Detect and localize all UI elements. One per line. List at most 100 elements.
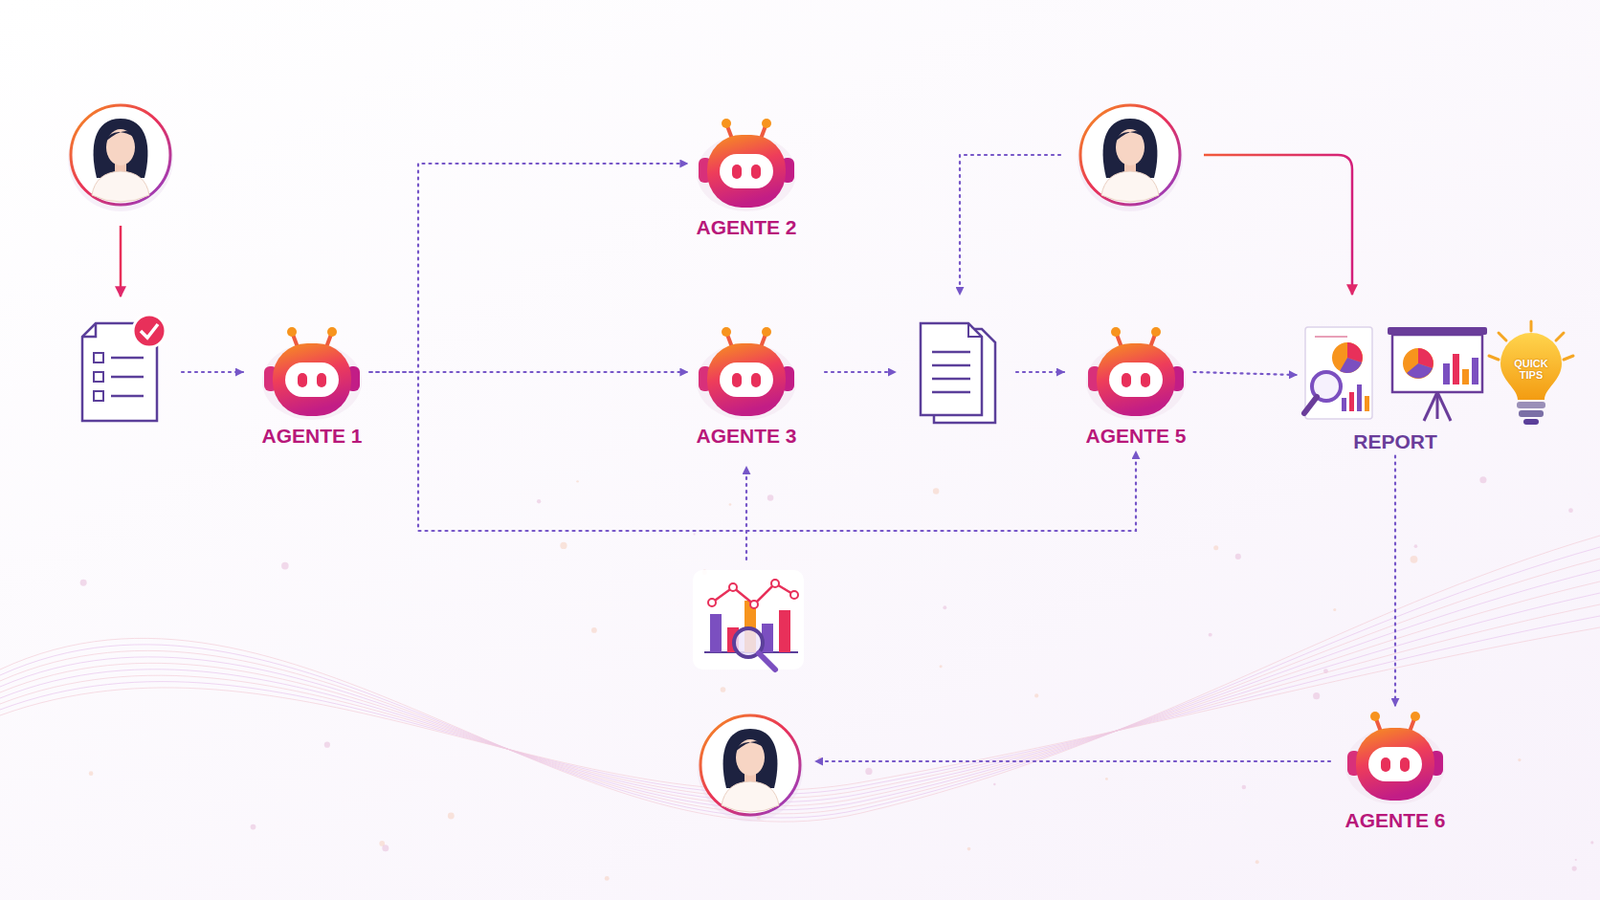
robot-icon bbox=[1345, 728, 1445, 805]
decor-dot bbox=[536, 499, 541, 504]
document-icon bbox=[932, 391, 971, 395]
report-icon bbox=[1423, 392, 1438, 422]
flow-connector bbox=[1194, 372, 1297, 376]
decor-dot bbox=[1590, 841, 1594, 845]
robot-icon bbox=[1096, 343, 1176, 417]
checklist-icon bbox=[111, 376, 144, 379]
report-icon bbox=[1356, 384, 1362, 412]
report-icon bbox=[1462, 369, 1469, 385]
report-icon bbox=[1299, 325, 1491, 426]
report-icon bbox=[1305, 327, 1373, 420]
decor-dot bbox=[80, 579, 88, 587]
document-icon bbox=[920, 323, 982, 416]
decor-dot bbox=[1333, 608, 1336, 612]
robot-icon bbox=[262, 343, 362, 421]
lightbulb-icon bbox=[1530, 321, 1534, 332]
node-label: AGENTE 5 bbox=[1079, 423, 1192, 449]
decor-dot bbox=[1105, 777, 1109, 781]
person-avatar bbox=[93, 118, 149, 178]
report-icon bbox=[1443, 363, 1450, 385]
decor-dot bbox=[1568, 508, 1574, 513]
robot-icon bbox=[1370, 711, 1380, 722]
report-icon bbox=[1392, 334, 1483, 393]
node-label: AGENTE 3 bbox=[689, 423, 802, 449]
document-icon bbox=[920, 323, 996, 423]
node-label: AGENTE 1 bbox=[255, 423, 368, 449]
decor-dot bbox=[1312, 692, 1320, 700]
analytics-icon bbox=[729, 583, 737, 592]
decor-dot bbox=[559, 542, 567, 550]
report-icon bbox=[1349, 392, 1355, 412]
decor-dot bbox=[967, 847, 972, 852]
lightbulb-icon bbox=[1500, 333, 1562, 400]
checklist-icon bbox=[111, 356, 144, 360]
person-avatar bbox=[91, 171, 150, 202]
checklist-icon bbox=[133, 314, 166, 348]
analytics-icon bbox=[790, 591, 799, 600]
robot-icon bbox=[297, 373, 308, 388]
person-avatar bbox=[67, 106, 174, 212]
robot-icon bbox=[761, 327, 772, 337]
input-arrow bbox=[119, 225, 123, 297]
robot-icon bbox=[1151, 327, 1161, 337]
robot-icon bbox=[721, 118, 732, 129]
document-icon bbox=[968, 323, 982, 337]
node-label: AGENTE 2 bbox=[689, 215, 802, 241]
robot-icon bbox=[259, 324, 365, 421]
agent-node: AGENTE 6 bbox=[1338, 709, 1451, 834]
flow-arrow bbox=[959, 155, 1061, 295]
decor-dot bbox=[993, 783, 997, 787]
node-icon bbox=[693, 115, 800, 212]
robot-icon bbox=[1109, 362, 1163, 398]
lightbulb-icon bbox=[1488, 355, 1499, 360]
robot-icon bbox=[1121, 373, 1132, 388]
robot-icon bbox=[1140, 373, 1151, 388]
robot-icon bbox=[751, 164, 761, 179]
document-icon bbox=[932, 377, 971, 381]
decor-dot bbox=[1034, 693, 1039, 698]
node-label: AGENTE 6 bbox=[1338, 808, 1451, 834]
person-avatar bbox=[106, 129, 135, 166]
person-avatar bbox=[734, 741, 766, 753]
person-avatar bbox=[721, 781, 779, 813]
lightbulb-icon bbox=[1498, 333, 1507, 341]
person-avatar bbox=[700, 715, 800, 816]
decor-dot bbox=[591, 627, 598, 634]
decor-dot bbox=[88, 771, 94, 777]
report-icon bbox=[1452, 354, 1460, 385]
flow-arrow bbox=[824, 371, 896, 374]
decorative-waves bbox=[0, 535, 1600, 823]
robot-icon bbox=[1342, 709, 1448, 805]
decor-dot bbox=[1479, 476, 1487, 484]
decor-dot bbox=[942, 605, 947, 610]
agent-node: AGENTE 5 bbox=[1079, 324, 1192, 449]
decor-dot bbox=[939, 665, 943, 668]
decor-dot bbox=[1323, 668, 1329, 674]
person-avatar bbox=[697, 715, 803, 823]
robot-icon bbox=[287, 327, 297, 337]
robot-icon bbox=[1380, 757, 1391, 773]
report-node: REPORT bbox=[1299, 325, 1491, 455]
flow-arrow bbox=[745, 466, 748, 560]
lightbulb-icon bbox=[1523, 419, 1539, 425]
robot-icon bbox=[719, 362, 774, 398]
decorative-waves bbox=[0, 547, 1600, 819]
agent-node: AGENTE 2 bbox=[689, 115, 802, 241]
decor-dot bbox=[1414, 544, 1419, 549]
person-avatar bbox=[723, 729, 778, 789]
node-icon bbox=[1083, 324, 1189, 421]
report-icon bbox=[1437, 392, 1451, 422]
decor-dot bbox=[1235, 554, 1242, 560]
report-icon bbox=[1402, 348, 1434, 379]
robot-icon bbox=[1400, 757, 1410, 773]
report-icon bbox=[1339, 357, 1362, 374]
node-icon bbox=[259, 324, 365, 421]
checklist-icon bbox=[140, 324, 158, 338]
analytics-icon bbox=[758, 653, 776, 670]
person-avatar bbox=[1115, 129, 1145, 166]
person-avatar bbox=[70, 105, 171, 205]
robot-icon bbox=[707, 134, 786, 208]
robot-icon bbox=[1083, 324, 1189, 421]
